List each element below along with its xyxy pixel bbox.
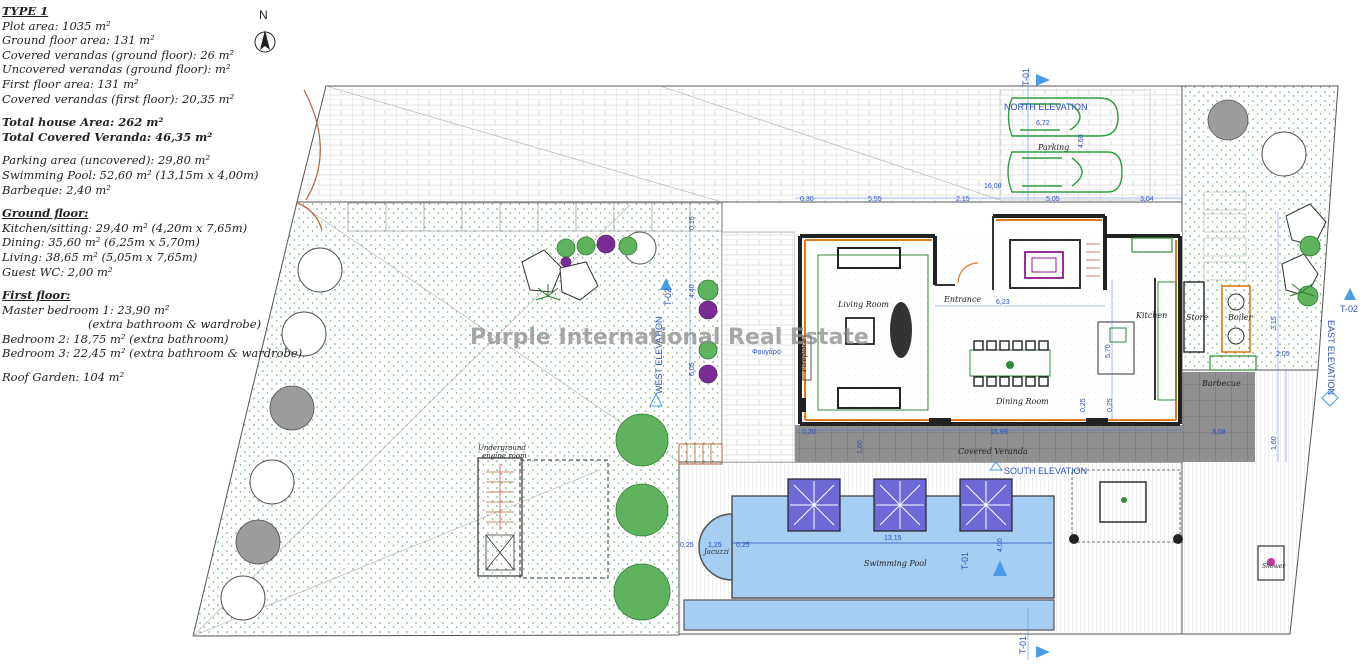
dim-13-15: 13,15 (884, 535, 902, 542)
label-store: Store (1186, 313, 1208, 322)
legend-uncovered-verandas-ground: Uncovered verandas (ground floor): m² (2, 62, 231, 77)
label-underground: Underground (478, 444, 526, 452)
label-living-room: Living Room (837, 300, 889, 309)
label-boiler: Boiler (1227, 313, 1254, 322)
compass-north-label: N (259, 8, 268, 22)
dim-4-60: 4,60 (1078, 134, 1085, 148)
label-north-elevation: NORTH ELEVATION (1004, 102, 1088, 112)
legend-barbeque: Barbeque: 2,40 m² (2, 182, 111, 197)
label-shower: Shower (1262, 563, 1286, 570)
label-swimming-pool: Swimming Pool (864, 559, 927, 568)
label-west-elevation: WEST ELEVATION (654, 316, 664, 394)
legend-dining: Dining: 35,60 m² (6,25m x 5,70m) (2, 235, 200, 250)
north-arrow-icon (254, 30, 276, 53)
label-covered-veranda: Covered Veranda (958, 447, 1028, 456)
dim-16-08: 16,08 (984, 183, 1002, 190)
legend-master-note: (extra bathroom & wardrobe) (88, 317, 262, 332)
dim-4-40: 4,40 (689, 284, 696, 298)
label-t01-pool: T-01 (960, 552, 970, 570)
dim-2-15: 2,15 (956, 196, 970, 203)
dim-4-00: 4,00 (997, 538, 1004, 552)
legend-guest-wc: Guest WC: 2,00 m² (2, 264, 113, 279)
legend-plot-area: Plot area: 1035 m² (2, 18, 111, 33)
dim-0-25-pool-left: 0,25 (680, 542, 694, 549)
dim-5-05: 5,05 (1046, 196, 1060, 203)
legend-kitchen: Kitchen/sitting: 29,40 m² (4,20m x 7,65m… (2, 220, 248, 235)
legend-master-bedroom: Master bedroom 1: 23,90 m² (2, 302, 170, 317)
legend-first-floor-heading: First floor: (2, 288, 71, 303)
dim-0-25-dining: 0,25 (1080, 398, 1087, 412)
legend-panel: TYPE 1 Plot area: 1035 m² Ground floor a… (2, 4, 303, 385)
dim-3-08: 3,08 (1212, 429, 1226, 436)
legend-roof-garden: Roof Garden: 104 m² (2, 370, 125, 385)
legend-parking-area: Parking area (uncovered): 29,80 m² (2, 153, 211, 168)
legend-covered-verandas-first: Covered verandas (first floor): 20,35 m² (2, 91, 235, 106)
dim-6-72: 6,72 (1036, 120, 1050, 127)
dim-0-20: 0,20 (802, 429, 816, 436)
legend-total-house-area: Total house Area: 262 m² (2, 115, 164, 130)
legend-covered-verandas-ground: Covered verandas (ground floor): 26 m² (2, 47, 235, 62)
dim-1-60: 1,60 (857, 440, 864, 454)
dim-5-70: 5,70 (1105, 344, 1112, 358)
dim-15-99: 15,99 (990, 429, 1008, 436)
legend-total-covered-veranda: Total Covered Veranda: 46,35 m² (2, 129, 213, 144)
label-kitchen: Kitchen (1135, 311, 1167, 320)
dim-0-25-pool-right: 0,25 (736, 542, 750, 549)
legend-bedroom3: Bedroom 3: 22,45 m² (extra bathroom & wa… (2, 346, 303, 361)
path-west (721, 231, 796, 463)
label-fireplace: Fireplace (800, 338, 808, 373)
dim-0-25-kitchen: 0,25 (1107, 398, 1114, 412)
dim-0-30: 0,30 (800, 196, 814, 203)
legend-living: Living: 38,65 m² (5,05m x 7,65m) (2, 249, 198, 264)
label-parking: Parking (1037, 143, 1069, 152)
label-t01-bottom: T-01 (1018, 636, 1028, 654)
label-jacuzzi: Jacuzzi (702, 548, 729, 556)
label-east-elevation: EAST ELEVATION (1326, 320, 1336, 395)
legend-first-floor-area: First floor area: 131 m² (2, 76, 139, 91)
jacuzzi (698, 513, 733, 581)
dim-5-55: 5,55 (868, 196, 882, 203)
legend-type-title: TYPE 1 (2, 4, 49, 18)
label-south-elevation: SOUTH ELEVATION (1004, 466, 1087, 476)
label-engine-room: engine room (482, 452, 527, 460)
legend-swimming-pool: Swimming Pool: 52,60 m² (13,15m x 4,00m) (2, 167, 259, 182)
label-t01-top: T-01 (1021, 68, 1031, 86)
dim-1-25: 1,25 (708, 542, 722, 549)
dim-3-15: 3,15 (1271, 316, 1278, 330)
dim-2-05: 2,05 (1276, 351, 1290, 358)
dim-6-05: 6,05 (689, 362, 696, 376)
label-barbecue: Barbecue (1201, 379, 1241, 388)
label-fireplace-greek: Φουγάρο (752, 348, 781, 356)
barbecue-floor (1182, 372, 1255, 462)
legend-ground-floor-area: Ground floor area: 131 m² (2, 33, 155, 48)
covered-veranda-floor (795, 425, 1182, 462)
legend-bedroom2: Bedroom 2: 18,75 m² (extra bathroom) (2, 331, 229, 346)
dim-3-04: 3,04 (1140, 196, 1154, 203)
label-t02-east: T-02 (1340, 304, 1358, 314)
label-entrance: Entrance (943, 295, 981, 304)
dim-1-60-east: 1,60 (1271, 436, 1278, 450)
watermark: Purple International Real Estate (470, 325, 869, 350)
dim-6-23: 6,23 (996, 299, 1010, 306)
dim-0-15: 0,15 (689, 216, 696, 230)
legend-ground-floor-heading: Ground floor: (2, 206, 89, 221)
label-t02-west: T-02 (663, 288, 673, 306)
label-dining-room: Dining Room (995, 397, 1049, 406)
